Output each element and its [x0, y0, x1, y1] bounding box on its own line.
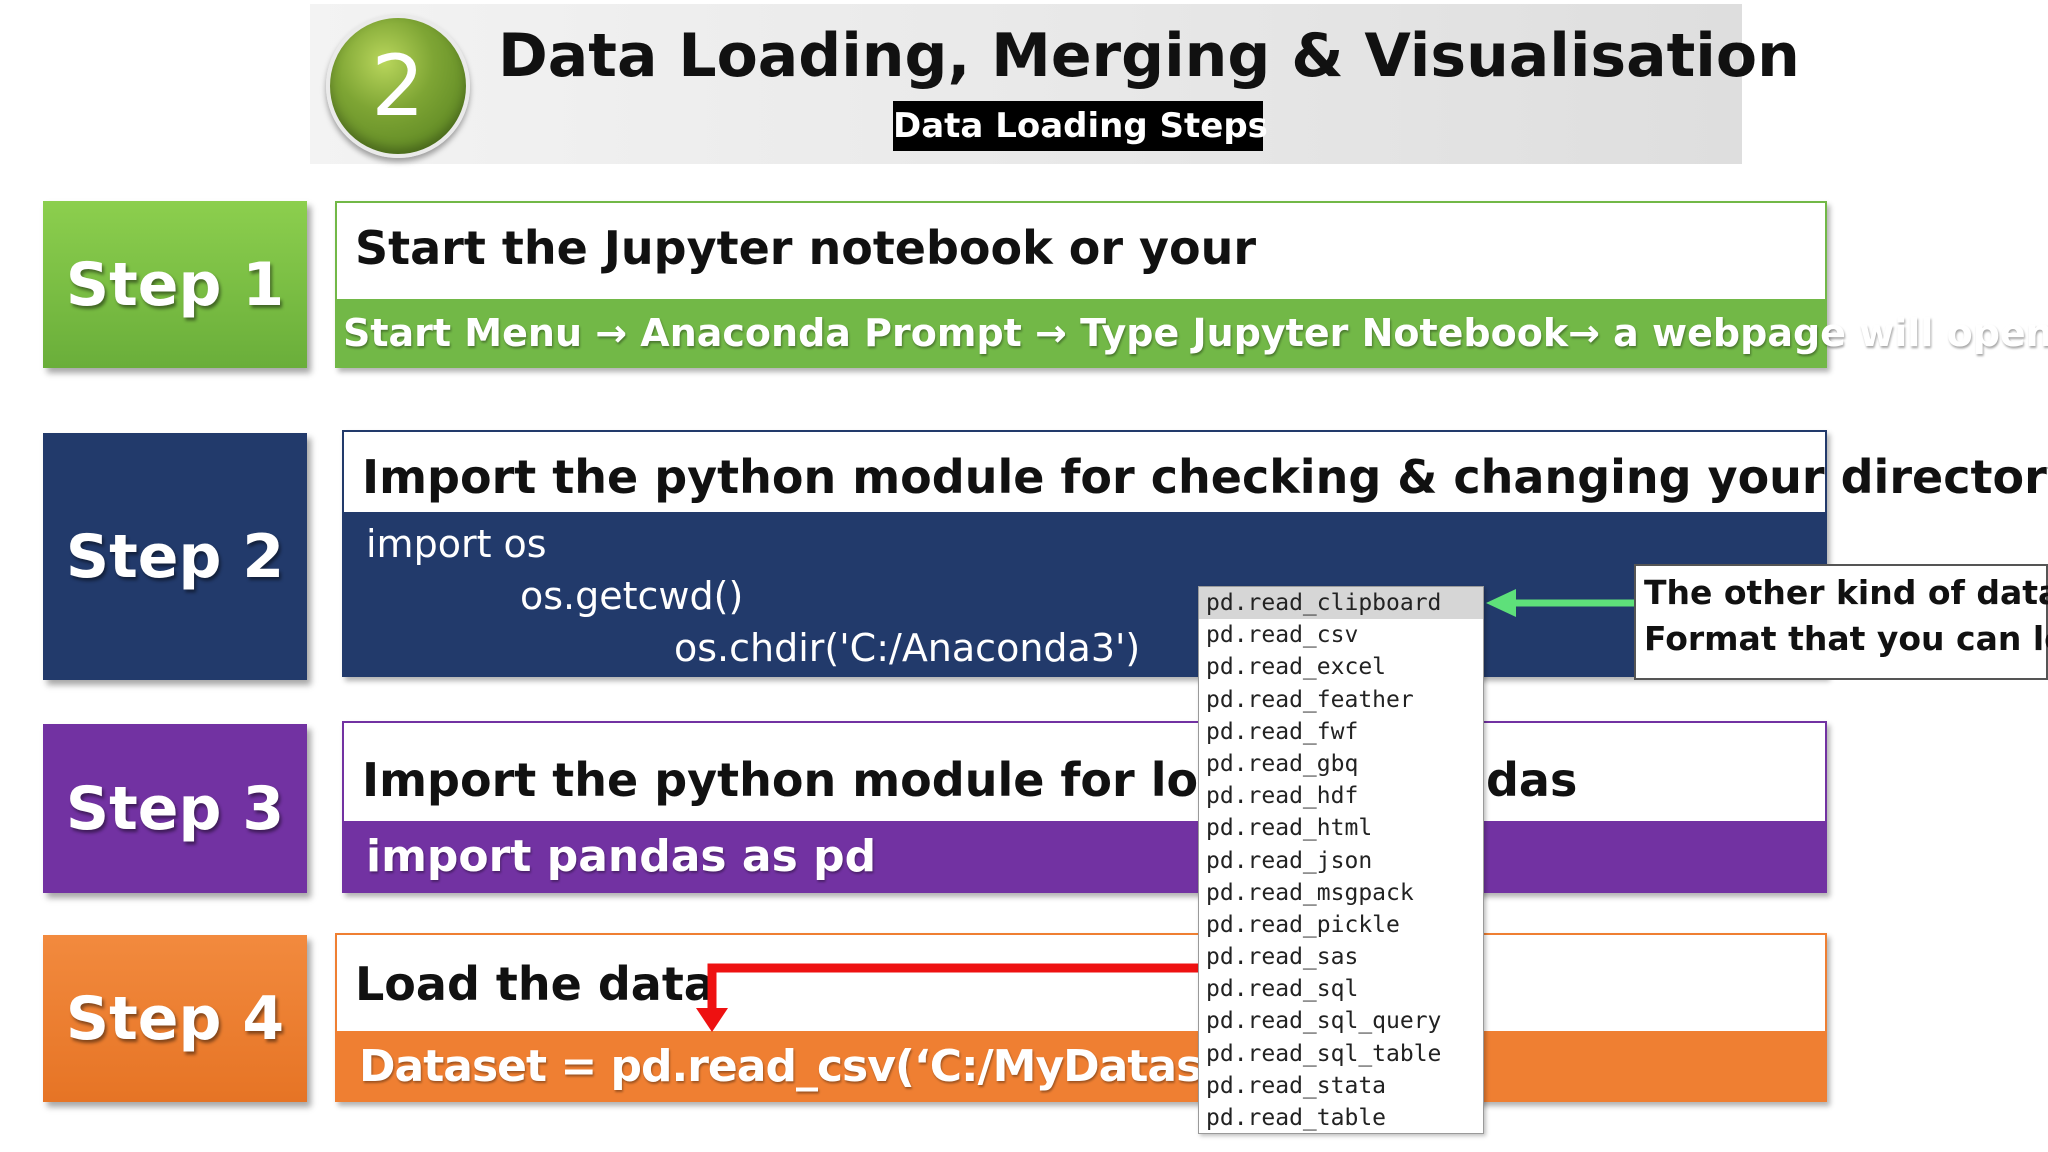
autocomplete-item[interactable]: pd.read_csv	[1206, 622, 1359, 649]
step-4-label: Step 4	[43, 935, 307, 1102]
autocomplete-item[interactable]: pd.read_sql_table	[1206, 1040, 1442, 1067]
step-3-code: import pandas as pd	[344, 821, 1825, 893]
autocomplete-item[interactable]: pd.read_excel	[1206, 654, 1387, 681]
autocomplete-item[interactable]: pd.read_sql_query	[1206, 1008, 1442, 1035]
code-line: import os	[366, 522, 547, 566]
code-line: os.chdir('C:/Anaconda3')	[674, 626, 1141, 670]
red-arrow-line	[707, 963, 1210, 1010]
step-3-label: Step 3	[43, 724, 307, 893]
autocomplete-item[interactable]: pd.read_gbq	[1206, 750, 1359, 777]
autocomplete-item[interactable]: pd.read_msgpack	[1206, 879, 1414, 906]
callout-box: The other kind of data Format that you c…	[1634, 564, 2048, 680]
autocomplete-item[interactable]: pd.read_feather	[1206, 686, 1414, 713]
step-1-title: Start the Jupyter notebook or your	[355, 221, 1257, 275]
autocomplete-item[interactable]: pd.read_fwf	[1206, 718, 1359, 745]
step-2-box: Import the python module for checking & …	[342, 430, 2048, 677]
step-3-box: Import the python module for loading das…	[342, 721, 1827, 893]
step-1-label: Step 1	[43, 201, 307, 368]
subtitle-badge: Data Loading Steps	[893, 101, 1268, 151]
page-title: Data Loading, Merging & Visualisation	[498, 21, 1800, 91]
red-arrow-icon	[696, 963, 1210, 1032]
step-1-box: Start the Jupyter notebook or your Start…	[335, 201, 2048, 368]
step-2-label: Step 2	[43, 433, 307, 680]
autocomplete-item[interactable]: pd.read_hdf	[1206, 783, 1359, 810]
autocomplete-item[interactable]: pd.read_clipboard	[1199, 587, 1483, 620]
step-3-title: Import the python module for loading	[362, 753, 1344, 807]
green-arrow-head	[1486, 589, 1516, 617]
step-3-title-tail: das	[1486, 753, 1578, 807]
autocomplete-item[interactable]: pd.read_pickle	[1206, 911, 1400, 938]
step-4-code: Dataset = pd.read_csv(‘C:/MyDataset.csv’…	[337, 1031, 1825, 1102]
green-arrow-icon	[1486, 589, 1634, 617]
autocomplete-item[interactable]: pd.read_json	[1206, 847, 1373, 874]
autocomplete-item[interactable]: pd.read_stata	[1206, 1072, 1387, 1099]
autocomplete-item[interactable]: pd.read_html	[1206, 815, 1373, 842]
step-2-code-block: import os os.getcwd() os.chdir('C:/Anaco…	[344, 512, 1825, 677]
autocomplete-item[interactable]: pd.read_sas	[1206, 944, 1359, 971]
number-badge: 2	[326, 14, 470, 158]
autocomplete-item[interactable]: pd.read_sql	[1206, 976, 1359, 1003]
red-arrow-head	[696, 1008, 728, 1032]
autocomplete-item[interactable]: pd.read_table	[1206, 1105, 1387, 1131]
step-4-box: Load the data Dataset = pd.read_csv(‘C:/…	[335, 933, 1827, 1102]
code-line: os.getcwd()	[520, 574, 744, 618]
callout-line-2: Format that you can load	[1644, 619, 2048, 658]
step-4-title: Load the data	[355, 957, 715, 1011]
step-2-title: Import the python module for checking & …	[362, 450, 2048, 504]
step-1-instructions: Start Menu → Anaconda Prompt → Type Jupy…	[337, 299, 2048, 368]
callout-line-1: The other kind of data	[1644, 573, 2048, 612]
